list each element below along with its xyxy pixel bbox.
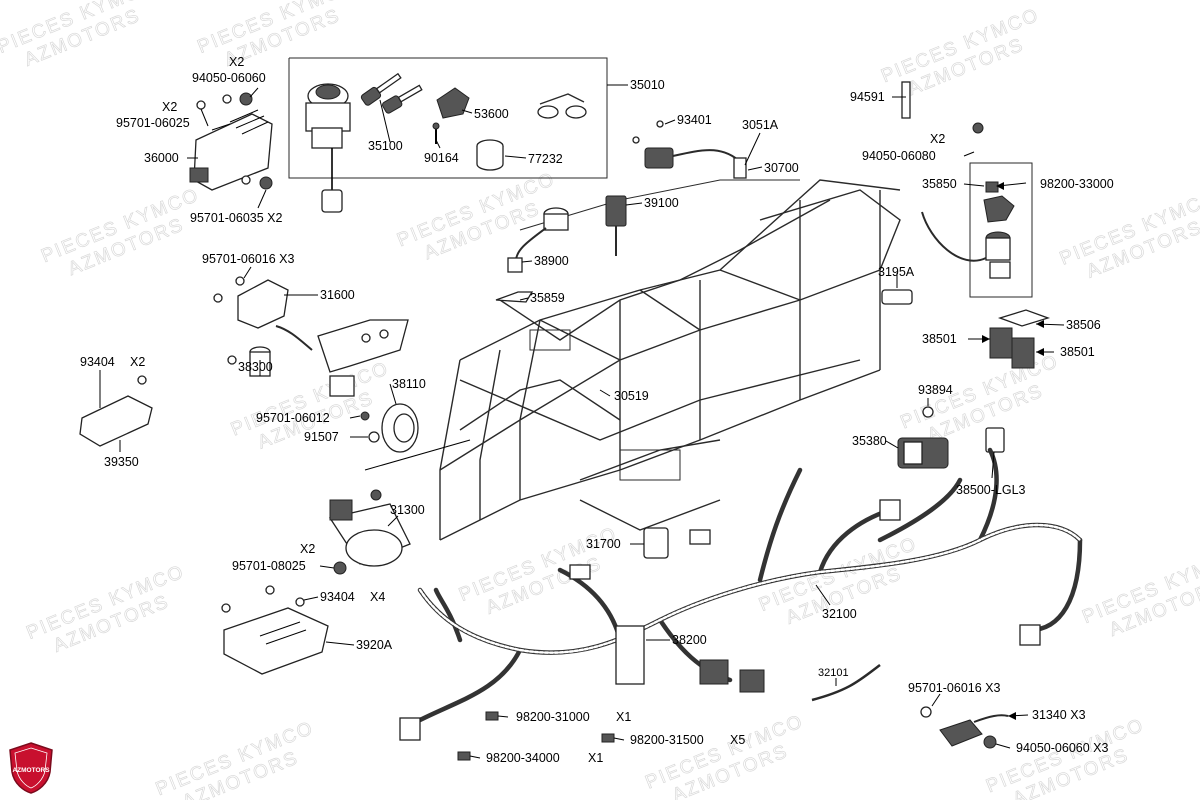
label-98200-31000: 98200-31000	[516, 710, 590, 724]
azmotors-shield-logo	[9, 742, 53, 794]
label-38110: 38110	[392, 377, 426, 391]
label-38501: 38501	[922, 332, 957, 346]
sensor-39100-part	[605, 195, 627, 227]
label-95701-06035: 95701-06035 X2	[190, 211, 282, 225]
label-35859: 35859	[530, 291, 565, 305]
label-31340: 31340 X3	[1032, 708, 1086, 722]
label-93404: 93404	[320, 590, 355, 604]
label-94050-06060: 94050-06060	[192, 71, 266, 85]
label-30519: 30519	[614, 389, 649, 403]
label-53600: 53600	[474, 107, 509, 121]
label-93404: 93404	[80, 355, 115, 369]
sensor-38900-part	[507, 207, 569, 273]
label-95701-06016: 95701-06016 X3	[202, 252, 294, 266]
relay-38500-LGL3-part	[985, 427, 1005, 453]
sensor-31340-part	[920, 706, 1009, 749]
clip-98200-34000-part	[457, 751, 471, 761]
label-93894: 93894	[918, 383, 953, 397]
label-qty: X2	[930, 132, 945, 146]
connector-3195A-part	[881, 289, 913, 305]
label-95701-06016: 95701-06016 X3	[908, 681, 1000, 695]
label-95701-06025: 95701-06025	[116, 116, 190, 130]
starter-relay-group	[921, 162, 1033, 298]
starter-motor-31300-part	[328, 489, 411, 575]
label-93401: 93401	[677, 113, 712, 127]
label-39100: 39100	[644, 196, 679, 210]
bolt-93894-part	[922, 406, 934, 418]
relay-block-group	[989, 309, 1051, 369]
label-95701-08025: 95701-08025	[232, 559, 306, 573]
label-35100: 35100	[368, 139, 403, 153]
label-qty: X2	[229, 55, 244, 69]
label-qty: X2	[130, 355, 145, 369]
horn-38110-part	[360, 403, 419, 453]
label-38500-LGL3: 38500-LGL3	[956, 483, 1026, 497]
label-94050-06060: 94050-06060 X3	[1016, 741, 1108, 755]
ecu-3920A-part	[221, 585, 329, 675]
module-38200-part	[615, 625, 645, 685]
bracket-31600-group	[213, 276, 409, 397]
chassis-frame-part	[364, 179, 901, 541]
cable-32101-part	[811, 664, 881, 702]
label-39350: 39350	[104, 455, 139, 469]
label-35010: 35010	[630, 78, 665, 92]
nut-94050-06080-part	[972, 122, 984, 134]
label-qty: X2	[300, 542, 315, 556]
label-98200-34000: 98200-34000	[486, 751, 560, 765]
label-31700: 31700	[586, 537, 621, 551]
logo-text: AZMOTORS	[12, 767, 50, 774]
label-qty: X1	[616, 710, 631, 724]
label-38900: 38900	[534, 254, 569, 268]
sensor-cable-part	[632, 120, 747, 179]
label-35850: 35850	[922, 177, 957, 191]
connector-35380-part	[897, 437, 949, 469]
label-qty: X5	[730, 733, 745, 747]
label-qty: X4	[370, 590, 385, 604]
label-94050-06080: 94050-06080	[862, 149, 936, 163]
clip-98200-31500-part	[601, 733, 615, 743]
label-35380: 35380	[852, 434, 887, 448]
label-31300: 31300	[390, 503, 425, 517]
label-98200-33000: 98200-33000	[1040, 177, 1114, 191]
label-32101: 32101	[818, 667, 849, 679]
label-77232: 77232	[528, 152, 563, 166]
label-90164: 90164	[424, 151, 459, 165]
relay-31700-part	[643, 527, 669, 559]
label-qty: X2	[162, 100, 177, 114]
control-unit-39350-part	[79, 375, 153, 447]
label-38300: 38300	[238, 360, 273, 374]
label-38501: 38501	[1060, 345, 1095, 359]
part-labels: 35010 X2 94050-06060 X2 95701-06025 3600…	[80, 55, 1114, 765]
label-30700: 30700	[764, 161, 799, 175]
leader-lines	[99, 84, 1065, 759]
bracket-94591-part	[901, 81, 911, 119]
label-38200: 38200	[672, 633, 707, 647]
label-98200-31500: 98200-31500	[630, 733, 704, 747]
label-31600: 31600	[320, 288, 355, 302]
bracket-35859-part	[495, 291, 534, 303]
clip-98200-31000-part	[485, 711, 499, 721]
label-36000: 36000	[144, 151, 179, 165]
label-3195A: 3195A	[878, 265, 915, 279]
label-3920A: 3920A	[356, 638, 393, 652]
label-qty: X1	[588, 751, 603, 765]
relay-38300-part	[227, 346, 271, 377]
label-38506: 38506	[1066, 318, 1101, 332]
label-3051A: 3051A	[742, 118, 779, 132]
label-94591: 94591	[850, 90, 885, 104]
regulator-rectifier-part	[189, 92, 273, 191]
label-91507: 91507	[304, 430, 339, 444]
label-95701-06012: 95701-06012	[256, 411, 330, 425]
label-32100: 32100	[822, 607, 857, 621]
ignition-key-set-group	[288, 57, 620, 213]
